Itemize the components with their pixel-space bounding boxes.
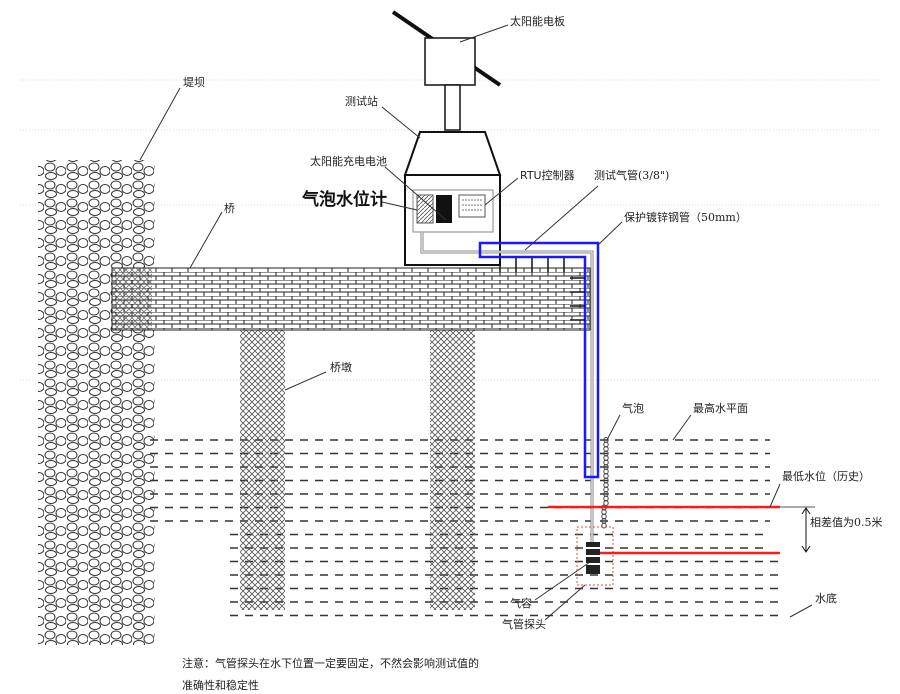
bubble-gauge-unit (416, 194, 434, 224)
label-probe: 气管探头 (502, 618, 546, 631)
label-pier: 桥墩 (330, 361, 352, 374)
solar-battery (436, 195, 452, 223)
label-steel-pipe: 保护镀锌钢管（50mm） (624, 211, 747, 224)
probe-zone (576, 526, 614, 586)
galvanized-steel-pipe (478, 241, 600, 479)
dam (38, 160, 155, 645)
label-solar-battery: 太阳能充电电池 (310, 155, 387, 168)
bridge-pier-1 (240, 330, 285, 610)
label-solar-panel: 太阳能电板 (510, 15, 565, 28)
note-line-1: 注意：气管探头在水下位置一定要固定，不然会影响测试值的 (182, 657, 479, 670)
label-bubble-gauge: 气泡水位计 (302, 190, 387, 210)
test-station (403, 131, 502, 176)
station-pole (444, 84, 461, 131)
label-bubble: 气泡 (622, 402, 644, 415)
bridge-pier-2 (430, 330, 475, 610)
pipe-brackets (499, 258, 585, 321)
label-test-tube: 测试气管(3/8") (594, 169, 670, 182)
bubble (601, 522, 607, 529)
bubbles (601, 437, 609, 529)
label-lowest-level: 最低水位（历史） (782, 470, 870, 483)
label-rtu: RTU控制器 (520, 169, 575, 182)
air-tube-probe (586, 542, 600, 574)
label-air-chamber: 气容 (510, 597, 532, 610)
leader-lines (139, 24, 813, 621)
label-difference: 相差值为0.5米 (810, 516, 883, 529)
label-dam: 堤坝 (183, 76, 205, 89)
label-highest-level: 最高水平面 (693, 402, 748, 415)
bridge-deck (111, 267, 591, 331)
label-riverbed: 水底 (815, 592, 837, 605)
rtu-controller (458, 194, 486, 218)
label-bridge: 桥 (224, 202, 235, 215)
note-line-2: 准确性和稳定性 (182, 679, 259, 692)
label-test-station: 测试站 (345, 95, 378, 108)
